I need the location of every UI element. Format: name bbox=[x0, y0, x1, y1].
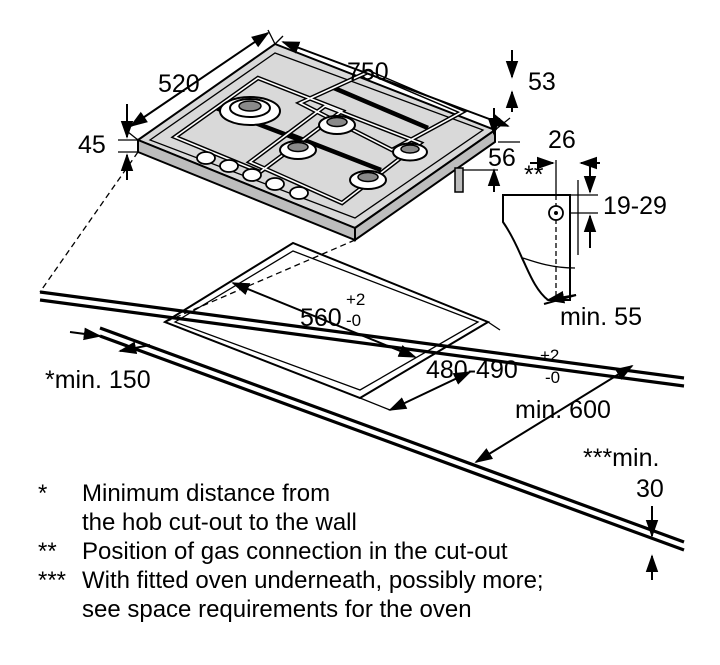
wall-distance-dimension bbox=[69, 327, 151, 355]
height-label: 45 bbox=[78, 131, 106, 159]
cutout-width-tol-minus: -0 bbox=[346, 311, 361, 330]
note-3-line-2: see space requirements for the oven bbox=[82, 596, 472, 623]
side-offset-label: 56 bbox=[488, 144, 516, 172]
min-wall-label: *min. 150 bbox=[45, 366, 151, 394]
note-1-line-2: the hob cut-out to the wall bbox=[82, 509, 357, 536]
cutout-width-line bbox=[231, 282, 417, 358]
gas-connector bbox=[454, 167, 464, 193]
note-1-line-1: Minimum distance from bbox=[82, 480, 330, 507]
min-depth-label: min. 600 bbox=[515, 396, 611, 424]
depth-label: 520 bbox=[158, 70, 200, 98]
hob-side-face bbox=[354, 128, 496, 242]
depth-dimension-line bbox=[129, 31, 270, 128]
note-3-marker: *** bbox=[38, 567, 66, 594]
note-1-marker: * bbox=[38, 480, 47, 507]
gas-marker-label: ** bbox=[524, 161, 544, 189]
burner-rear-right bbox=[392, 142, 428, 162]
note-3-line-1: With fitted oven underneath, possibly mo… bbox=[82, 567, 544, 594]
width-dimension-line bbox=[281, 41, 510, 127]
cutout-depth-tol-plus: +2 bbox=[540, 346, 559, 365]
burner-front-right bbox=[349, 170, 387, 190]
min-oven-value: 30 bbox=[636, 475, 664, 503]
cutout-depth-line bbox=[388, 371, 472, 411]
burner-front-left bbox=[279, 140, 317, 160]
cutout-width-tol-plus: +2 bbox=[346, 290, 365, 309]
burner-rear-centre bbox=[318, 115, 356, 135]
cutout-width-label: 560 bbox=[300, 304, 342, 332]
gas-height-label: 19-29 bbox=[603, 192, 667, 220]
section-curve bbox=[522, 257, 576, 269]
cutout bbox=[39, 151, 501, 411]
note-2-marker: ** bbox=[38, 538, 57, 565]
width-label: 750 bbox=[347, 58, 389, 86]
rear-offset-label: 53 bbox=[528, 68, 556, 96]
gas-connection-section bbox=[502, 156, 600, 301]
footnotes: * Minimum distance from the hob cut-out … bbox=[38, 480, 544, 623]
worktop-front-edge bbox=[99, 326, 685, 544]
hob-dimensions bbox=[118, 29, 520, 192]
min-depth-line bbox=[474, 365, 634, 463]
min-thickness-label: min. 55 bbox=[560, 303, 642, 331]
min-oven-label: ***min. bbox=[583, 444, 659, 472]
control-knobs bbox=[196, 151, 309, 200]
note-2-line-1: Position of gas connection in the cut-ou… bbox=[82, 538, 508, 565]
gas-offset-label: 26 bbox=[548, 126, 576, 154]
cutout-depth-tol-minus: -0 bbox=[545, 368, 560, 387]
cutout-depth-label: 480-490 bbox=[426, 356, 518, 384]
burner-wok bbox=[219, 96, 281, 126]
